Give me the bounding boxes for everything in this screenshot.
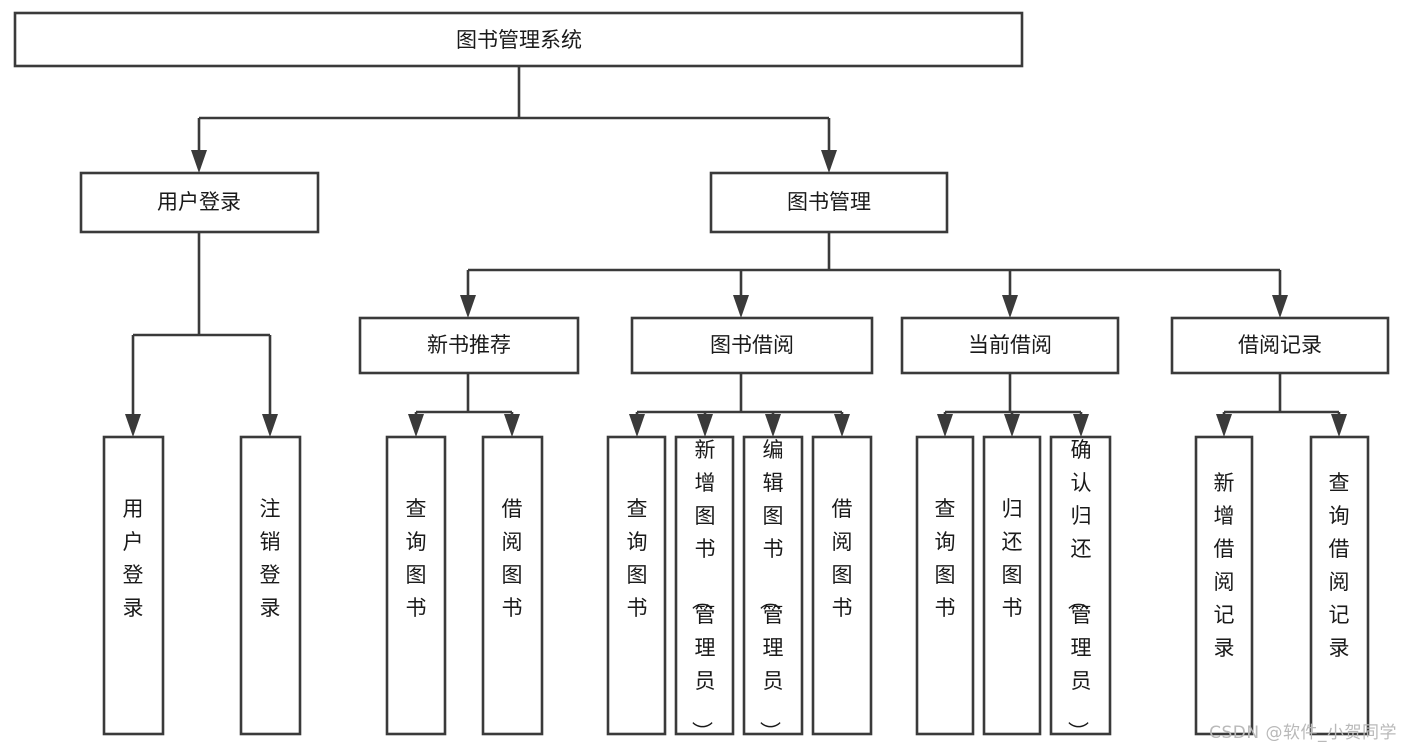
node-book-manage-box[interactable] (709, 171, 949, 234)
node-book-manage[interactable]: 图书管理 (709, 171, 949, 234)
arrow-head-current-borrow (1002, 295, 1018, 318)
connector-bookmanage-to-level3 (460, 232, 1288, 318)
node-borrow-record-label: 借阅记录 (1238, 333, 1322, 357)
leaf-currentborrow-confirm-label: 确认归还（管理员） (1066, 438, 1092, 742)
arrow-head-newbook-leaf-1 (408, 414, 424, 437)
arrow-head-borrowrecord-leaf-1 (1216, 414, 1232, 437)
node-borrow-record-box[interactable] (1170, 316, 1390, 375)
leaf-node[interactable]: 查询借阅记录 (1309, 435, 1370, 736)
leaf-borrowrecord-query-label: 查询借阅记录 (1329, 471, 1350, 660)
leaf-node[interactable]: 新增借阅记录 (1194, 435, 1254, 736)
arrow-head-borrowrecord-leaf-2 (1331, 414, 1347, 437)
arrow-head-bookborrow-leaf-1 (629, 414, 645, 437)
leaf-user-login-label: 用户登录 (123, 497, 144, 620)
leaf-node[interactable]: 注销登录 (239, 435, 302, 736)
leaf-bookborrow-borrow-label: 借阅图书 (832, 497, 853, 620)
arrow-head-currentborrow-leaf-1 (937, 414, 953, 437)
arrow-head-currentborrow-leaf-3 (1073, 414, 1089, 437)
leaf-bookborrow-query-box[interactable] (606, 435, 667, 736)
node-user-login[interactable]: 用户登录 (79, 171, 320, 234)
connector-root-to-level2 (191, 66, 837, 173)
leaf-bookborrow-add-box[interactable] (674, 435, 735, 736)
connector-bookborrow-to-leaves (629, 373, 850, 437)
arrow-head-bookborrow-leaf-2 (697, 414, 713, 437)
csdn-watermark: CSDN @软件_小贺同学 (1209, 723, 1397, 743)
arrow-head-book-borrow (733, 295, 749, 318)
leaf-currentborrow-query-box[interactable] (915, 435, 975, 736)
node-current-borrow-box[interactable] (900, 316, 1120, 375)
arrow-head-newbook-leaf-2 (504, 414, 520, 437)
leaf-currentborrow-query-label: 查询图书 (935, 497, 956, 620)
leaf-bookborrow-add-label: 新增图书（管理员） (690, 438, 716, 742)
node-book-borrow[interactable]: 图书借阅 (630, 316, 874, 375)
connector-borrowrecord-to-leaves (1216, 373, 1347, 437)
leaf-node[interactable]: 查询图书 (385, 435, 447, 736)
connector-newbook-to-leaves (408, 373, 520, 437)
node-current-borrow-label: 当前借阅 (968, 333, 1052, 357)
node-new-book-label: 新书推荐 (427, 333, 511, 357)
leaf-node[interactable]: 借阅图书 (481, 435, 544, 736)
leaf-node[interactable]: 编辑图书（管理员） (742, 435, 804, 742)
arrow-head-borrow-record (1272, 295, 1288, 318)
node-current-borrow[interactable]: 当前借阅 (900, 316, 1120, 375)
leaf-logout-box[interactable] (239, 435, 302, 736)
arrow-head-leaf-user-login (125, 414, 141, 437)
arrow-head-bookborrow-leaf-4 (834, 414, 850, 437)
arrow-head-leaf-logout (262, 414, 278, 437)
leaf-newbook-borrow-box[interactable] (481, 435, 544, 736)
leaf-currentborrow-confirm-box[interactable] (1049, 435, 1112, 736)
node-root-box[interactable] (13, 11, 1024, 68)
leaf-node[interactable]: 查询图书 (606, 435, 667, 736)
arrow-head-new-book (460, 295, 476, 318)
arrow-head-user-login (191, 150, 207, 173)
node-book-manage-label: 图书管理 (787, 190, 871, 214)
leaf-node[interactable]: 借阅图书 (811, 435, 873, 736)
leaf-bookborrow-edit-box[interactable] (742, 435, 804, 736)
node-borrow-record[interactable]: 借阅记录 (1170, 316, 1390, 375)
node-root-label: 图书管理系统 (456, 28, 582, 52)
connector-currentborrow-to-leaves (937, 373, 1089, 437)
leaf-newbook-query-label: 查询图书 (406, 497, 427, 620)
leaf-newbook-borrow-label: 借阅图书 (502, 497, 523, 620)
node-user-login-box[interactable] (79, 171, 320, 234)
node-root[interactable]: 图书管理系统 (13, 11, 1024, 68)
leaf-bookborrow-edit-label: 编辑图书（管理员） (758, 438, 784, 742)
node-user-login-label: 用户登录 (157, 190, 241, 214)
arrow-head-currentborrow-leaf-2 (1004, 414, 1020, 437)
leaf-borrowrecord-add-label: 新增借阅记录 (1214, 471, 1235, 660)
leaf-borrowrecord-add-box[interactable] (1194, 435, 1254, 736)
leaf-logout-label: 注销登录 (260, 497, 281, 620)
leaf-node[interactable]: 用户登录 (102, 435, 165, 736)
leaf-currentborrow-return-box[interactable] (982, 435, 1042, 736)
leaf-node[interactable]: 归还图书 (982, 435, 1042, 736)
leaf-node[interactable]: 查询图书 (915, 435, 975, 736)
leaf-currentborrow-return-label: 归还图书 (1002, 497, 1023, 620)
node-new-book-box[interactable] (358, 316, 580, 375)
node-book-borrow-label: 图书借阅 (710, 333, 794, 357)
arrow-head-bookborrow-leaf-3 (765, 414, 781, 437)
leaf-bookborrow-borrow-box[interactable] (811, 435, 873, 736)
leaf-node[interactable]: 确认归还（管理员） (1049, 435, 1112, 742)
node-book-borrow-box[interactable] (630, 316, 874, 375)
connector-userlogin-to-leaves (125, 232, 278, 437)
leaf-bookborrow-query-label: 查询图书 (627, 497, 648, 620)
leaf-user-login-box[interactable] (102, 435, 165, 736)
leaf-newbook-query-box[interactable] (385, 435, 447, 736)
arrow-head-book-manage (821, 150, 837, 173)
leaf-borrowrecord-query-box[interactable] (1309, 435, 1370, 736)
leaf-node[interactable]: 新增图书（管理员） (674, 435, 735, 742)
node-new-book[interactable]: 新书推荐 (358, 316, 580, 375)
